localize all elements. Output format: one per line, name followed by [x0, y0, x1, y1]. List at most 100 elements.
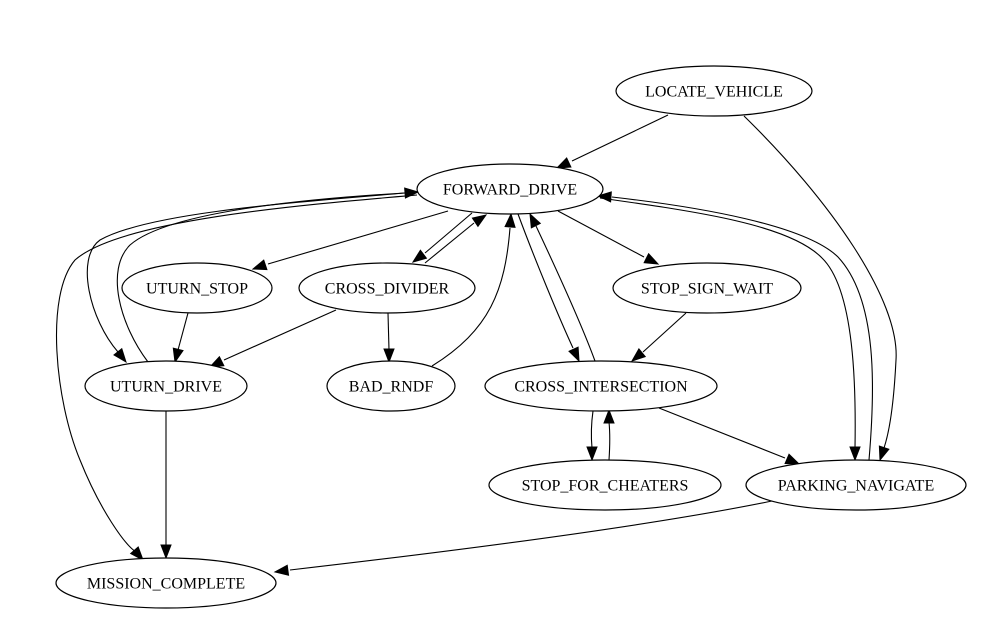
arrowhead-icon [586, 446, 598, 462]
edges-layer [56, 114, 897, 576]
edge-forward-drive-to-mission-complete [56, 194, 418, 562]
edge-line [177, 312, 189, 351]
node-shape [326, 360, 456, 412]
arrowhead-icon [596, 191, 612, 203]
node-shape [55, 557, 277, 609]
node-label: CROSS_INTERSECTION [514, 379, 688, 396]
node-label: MISSION_COMPLETE [87, 576, 245, 593]
edge-line [642, 312, 687, 353]
arrowhead-icon [630, 348, 647, 362]
arrowhead-icon [529, 212, 542, 229]
edge-cross-divider-to-forward-drive [424, 214, 488, 264]
node-cross-divider: CROSS_DIVIDER [298, 262, 476, 314]
edge-line [289, 500, 773, 571]
arrowhead-icon [471, 214, 488, 228]
edge-cross-divider-to-bad-rndf [383, 312, 395, 364]
edge-cross-intersection-to-parking-navigate [658, 407, 801, 465]
arrowhead-icon [603, 408, 615, 424]
arrowhead-icon [251, 259, 268, 271]
arrowhead-icon [568, 346, 580, 363]
arrowhead-icon [643, 252, 660, 265]
arrowhead-icon [555, 157, 572, 169]
edge-line [743, 115, 897, 449]
arrowhead-icon [878, 445, 890, 462]
node-label: BAD_RNDF [349, 379, 434, 396]
arrowhead-icon [273, 564, 290, 576]
arrowhead-icon [129, 546, 144, 562]
arrowhead-icon [404, 187, 420, 199]
arrowhead-icon [504, 212, 516, 228]
edge-uturn-drive-to-mission-complete [160, 411, 172, 560]
edge-parking-navigate-to-mission-complete [273, 500, 773, 576]
edge-line [86, 191, 418, 353]
edge-stop-for-cheaters-to-cross-intersection [603, 408, 615, 461]
edge-forward-drive-to-stop-sign-wait [557, 210, 660, 265]
edge-stop-sign-wait-to-cross-intersection [630, 312, 687, 362]
edge-line [424, 212, 473, 254]
node-shape [121, 262, 273, 314]
node-uturn-stop: UTURN_STOP [121, 262, 273, 314]
edge-line [611, 196, 874, 461]
node-shape [488, 459, 722, 511]
node-label: STOP_SIGN_WAIT [641, 281, 773, 298]
edge-cross-intersection-to-forward-drive [529, 212, 596, 362]
edge-line [608, 421, 611, 461]
edge-uturn-stop-to-uturn-drive [172, 312, 189, 364]
edge-parking-navigate-to-forward-drive [596, 191, 874, 461]
edge-cross-intersection-to-stop-for-cheaters [586, 410, 598, 462]
edge-forward-drive-to-parking-navigate [599, 197, 861, 462]
arrowhead-icon [784, 453, 801, 465]
edge-line [590, 410, 594, 449]
edge-line [658, 407, 786, 459]
edge-line [223, 309, 337, 361]
edge-bad-rndf-to-forward-drive [431, 212, 516, 367]
edge-cross-divider-to-uturn-drive [208, 309, 337, 368]
node-label: FORWARD_DRIVE [443, 182, 577, 199]
edge-line [267, 210, 449, 265]
node-cross-intersection: CROSS_INTERSECTION [484, 360, 718, 412]
edge-forward-drive-to-uturn-stop [251, 210, 449, 271]
node-forward-drive: FORWARD_DRIVE [416, 163, 604, 215]
node-label: CROSS_DIVIDER [325, 281, 450, 298]
arrowhead-icon [411, 249, 428, 263]
node-mission-complete: MISSION_COMPLETE [55, 557, 277, 609]
edge-line [517, 213, 574, 349]
node-shape [84, 360, 248, 412]
edge-forward-drive-to-cross-intersection [517, 213, 580, 363]
node-label: UTURN_DRIVE [110, 379, 222, 396]
node-shape [615, 65, 813, 117]
arrowhead-icon [160, 544, 172, 560]
node-label: PARKING_NAVIGATE [778, 478, 934, 495]
edge-line [387, 312, 390, 351]
edge-line [424, 222, 475, 264]
node-shape [298, 262, 476, 314]
arrowhead-icon [113, 347, 127, 364]
arrowhead-icon [383, 348, 395, 364]
edge-line [599, 197, 856, 449]
edge-forward-drive-to-uturn-drive [86, 191, 418, 364]
arrowhead-icon [849, 446, 861, 462]
node-shape [484, 360, 718, 412]
arrowhead-icon [172, 347, 184, 364]
node-bad-rndf: BAD_RNDF [326, 360, 456, 412]
node-label: UTURN_STOP [146, 281, 248, 298]
node-stop-for-cheaters: STOP_FOR_CHEATERS [488, 459, 722, 511]
node-uturn-drive: UTURN_DRIVE [84, 360, 248, 412]
nodes-layer: LOCATE_VEHICLE FORWARD_DRIVE UTURN_STOP CRO… [55, 65, 967, 609]
edge-line [535, 225, 596, 362]
edge-line [56, 194, 418, 553]
edge-line [116, 192, 406, 363]
edge-forward-drive-to-cross-divider [411, 212, 473, 263]
edge-line [431, 227, 511, 367]
node-stop-sign-wait: STOP_SIGN_WAIT [612, 262, 802, 314]
node-shape [612, 262, 802, 314]
edge-line [571, 114, 669, 162]
edge-locate-vehicle-to-forward-drive [555, 114, 669, 169]
edge-locate-vehicle-to-parking-navigate [743, 115, 897, 462]
node-label: LOCATE_VEHICLE [645, 84, 783, 101]
node-shape [416, 163, 604, 215]
edge-line [557, 210, 645, 258]
node-locate-vehicle: LOCATE_VEHICLE [615, 65, 813, 117]
node-parking-navigate: PARKING_NAVIGATE [745, 459, 967, 511]
